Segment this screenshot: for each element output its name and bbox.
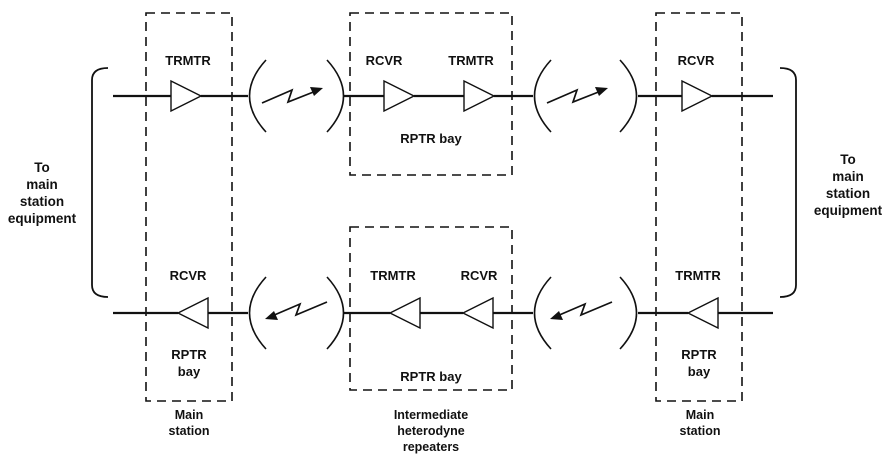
right-rptr-label: RPTR — [681, 347, 717, 362]
svg-text:station: station — [826, 186, 870, 201]
repeater-bay-bottom-box — [349, 226, 513, 391]
radio-link-bolt-bottom-2-icon — [550, 301, 613, 320]
repeater-rcvr-label-bottom: RCVR — [461, 268, 498, 283]
repeater-receiver-amplifier-icon — [383, 79, 416, 113]
antenna-top-hop1-right-icon — [326, 59, 345, 133]
intermediate-repeaters-caption: Intermediate heterodyne repeaters — [394, 408, 468, 454]
svg-text:To: To — [840, 152, 856, 167]
antenna-top-hop2-right-icon — [619, 59, 638, 133]
antenna-bottom-hop2-left-icon — [533, 276, 552, 350]
svg-text:Main: Main — [175, 408, 203, 422]
right-main-station-equipment-label: To main station equipment — [814, 152, 883, 218]
right-receiver-amplifier-icon — [681, 79, 714, 113]
left-trmtr-label: TRMTR — [165, 53, 211, 68]
svg-text:Intermediate: Intermediate — [394, 408, 468, 422]
svg-text:main: main — [26, 177, 58, 192]
repeater-receiver-amplifier-return-icon — [461, 296, 494, 330]
repeater-rcvr-label-top: RCVR — [366, 53, 403, 68]
repeater-transmitter-amplifier-icon — [463, 79, 496, 113]
svg-text:Main: Main — [686, 408, 714, 422]
right-transmitter-amplifier-icon — [686, 296, 719, 330]
left-transmitter-amplifier-icon — [170, 79, 203, 113]
antenna-top-hop1-left-icon — [248, 59, 267, 133]
radio-link-bolt-top-1-icon — [261, 87, 323, 104]
right-main-station-caption: Main station — [680, 408, 721, 438]
left-bracket — [91, 67, 109, 298]
left-receiver-amplifier-icon — [176, 296, 209, 330]
svg-text:equipment: equipment — [8, 211, 77, 226]
svg-text:main: main — [832, 169, 864, 184]
repeater-bay-label-top: RPTR bay — [400, 131, 462, 146]
repeater-bay-label-bottom: RPTR bay — [400, 369, 462, 384]
antenna-bottom-hop1-right-icon — [326, 276, 345, 350]
antenna-bottom-hop2-right-icon — [619, 276, 638, 350]
right-main-station-box — [655, 12, 743, 402]
radio-link-bolt-top-2-icon — [546, 87, 608, 104]
left-rcvr-label: RCVR — [170, 268, 207, 283]
repeater-bay-top-box — [349, 12, 513, 176]
svg-text:To: To — [34, 160, 50, 175]
svg-text:heterodyne: heterodyne — [397, 424, 464, 438]
antenna-top-hop2-left-icon — [533, 59, 552, 133]
svg-text:station: station — [169, 424, 210, 438]
svg-text:station: station — [20, 194, 64, 209]
repeater-trmtr-label-bottom: TRMTR — [370, 268, 416, 283]
repeater-trmtr-label-top: TRMTR — [448, 53, 494, 68]
right-bracket — [779, 67, 797, 298]
left-rptr-label: RPTR — [171, 347, 207, 362]
right-rcvr-label: RCVR — [678, 53, 715, 68]
right-trmtr-label: TRMTR — [675, 268, 721, 283]
svg-text:equipment: equipment — [814, 203, 883, 218]
left-main-station-equipment-label: To main station equipment — [8, 160, 77, 226]
repeater-transmitter-amplifier-return-icon — [388, 296, 421, 330]
antenna-bottom-hop1-left-icon — [248, 276, 267, 350]
radio-link-bolt-bottom-1-icon — [265, 301, 328, 320]
left-main-station-box — [145, 12, 233, 402]
svg-text:repeaters: repeaters — [403, 440, 459, 454]
svg-text:station: station — [680, 424, 721, 438]
right-bay-label: bay — [688, 364, 711, 379]
left-bay-label: bay — [178, 364, 201, 379]
left-main-station-caption: Main station — [169, 408, 210, 438]
